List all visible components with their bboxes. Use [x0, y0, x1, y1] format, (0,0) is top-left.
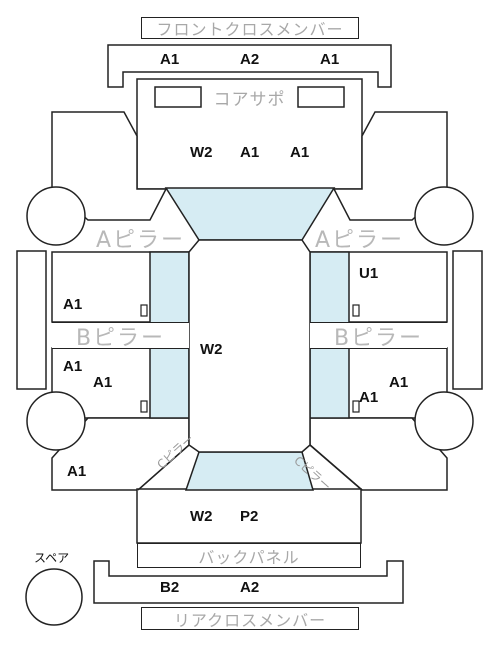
- rear-right-door-code-lower: A1: [359, 389, 379, 406]
- rear-left-door-code-upper: A1: [63, 358, 83, 375]
- trunk-code-right: P2: [240, 508, 259, 525]
- front-right-door-code: U1: [359, 265, 379, 282]
- right-headlight: [297, 86, 345, 108]
- hood-code-left: W2: [190, 144, 213, 161]
- a-pillar-right-label: Aピラー: [314, 228, 405, 253]
- rear-cross-member-bracket: [93, 560, 404, 604]
- a-pillar-left-label: Aピラー: [95, 228, 186, 253]
- rear-right-door-code-upper: A1: [389, 374, 409, 391]
- trunk-code-left: W2: [190, 508, 213, 525]
- hood-code-right: A1: [290, 144, 310, 161]
- rear-right-door-handle: [352, 400, 360, 413]
- front-cross-code-right: A1: [320, 51, 340, 68]
- hood-code-center: A1: [240, 144, 260, 161]
- roof-code: W2: [200, 341, 223, 358]
- rear-cross-member-label: リアクロスメンバー: [141, 607, 359, 630]
- rear-right-wheel: [414, 391, 474, 451]
- left-headlight: [154, 86, 202, 108]
- front-cross-code-left: A1: [160, 51, 180, 68]
- rear-left-door-code-lower: A1: [93, 374, 113, 391]
- front-left-door-handle: [140, 304, 148, 317]
- front-right-wheel: [414, 186, 474, 246]
- b-pillar-left-label: Bピラー: [52, 322, 189, 351]
- cabin-roof: [188, 239, 311, 453]
- left-side-sill: [16, 250, 47, 390]
- back-panel-label: バックパネル: [137, 543, 361, 568]
- spare-label: スペア: [34, 551, 70, 565]
- rear-window: [184, 451, 314, 491]
- rear-left-wheel: [26, 391, 86, 451]
- right-side-sill: [452, 250, 483, 390]
- core-support-label: コアサポ: [213, 89, 286, 110]
- front-left-door-code: A1: [63, 296, 83, 313]
- b-pillar-right-label: Bピラー: [310, 322, 447, 351]
- rear-cross-code-right: A2: [240, 579, 260, 596]
- front-left-wheel: [26, 186, 86, 246]
- left-quarter-code: A1: [67, 463, 87, 480]
- front-right-door-handle: [352, 304, 360, 317]
- rear-left-door-handle: [140, 400, 148, 413]
- front-cross-member-bracket: [107, 44, 392, 88]
- spare-wheel: [25, 568, 83, 626]
- front-cross-member-label: フロントクロスメンバー: [141, 17, 359, 39]
- front-cross-code-center: A2: [240, 51, 260, 68]
- rear-cross-code-left: B2: [160, 579, 180, 596]
